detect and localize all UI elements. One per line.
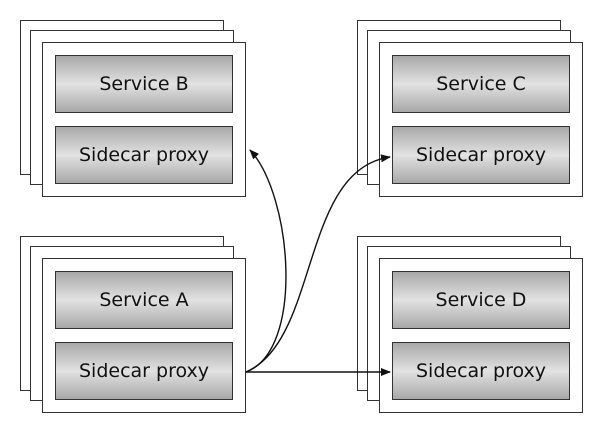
service-a-proxy-label: Sidecar proxy bbox=[78, 360, 209, 382]
service-d-proxy-label: Sidecar proxy bbox=[415, 360, 546, 382]
service-b-box: Service B bbox=[55, 55, 233, 113]
service-d-sidecar-proxy: Sidecar proxy bbox=[392, 342, 570, 400]
service-d-box: Service D bbox=[392, 271, 570, 329]
service-a-label: Service A bbox=[99, 289, 189, 311]
service-c-box: Service C bbox=[392, 55, 570, 113]
service-a-instance-front: Service A Sidecar proxy bbox=[42, 258, 246, 413]
service-b-sidecar-proxy: Sidecar proxy bbox=[55, 126, 233, 184]
service-d-instance-front: Service D Sidecar proxy bbox=[379, 258, 583, 413]
service-d-label: Service D bbox=[435, 289, 527, 311]
service-a-sidecar-proxy: Sidecar proxy bbox=[55, 342, 233, 400]
arrow-a-to-b bbox=[245, 149, 287, 373]
service-c-sidecar-proxy: Sidecar proxy bbox=[392, 126, 570, 184]
service-c-label: Service C bbox=[436, 73, 526, 95]
service-c-proxy-label: Sidecar proxy bbox=[415, 144, 546, 166]
service-b-label: Service B bbox=[99, 73, 189, 95]
service-b-instance-front: Service B Sidecar proxy bbox=[42, 42, 246, 197]
service-a-box: Service A bbox=[55, 271, 233, 329]
service-b-proxy-label: Sidecar proxy bbox=[78, 144, 209, 166]
service-c-instance-front: Service C Sidecar proxy bbox=[379, 42, 583, 197]
